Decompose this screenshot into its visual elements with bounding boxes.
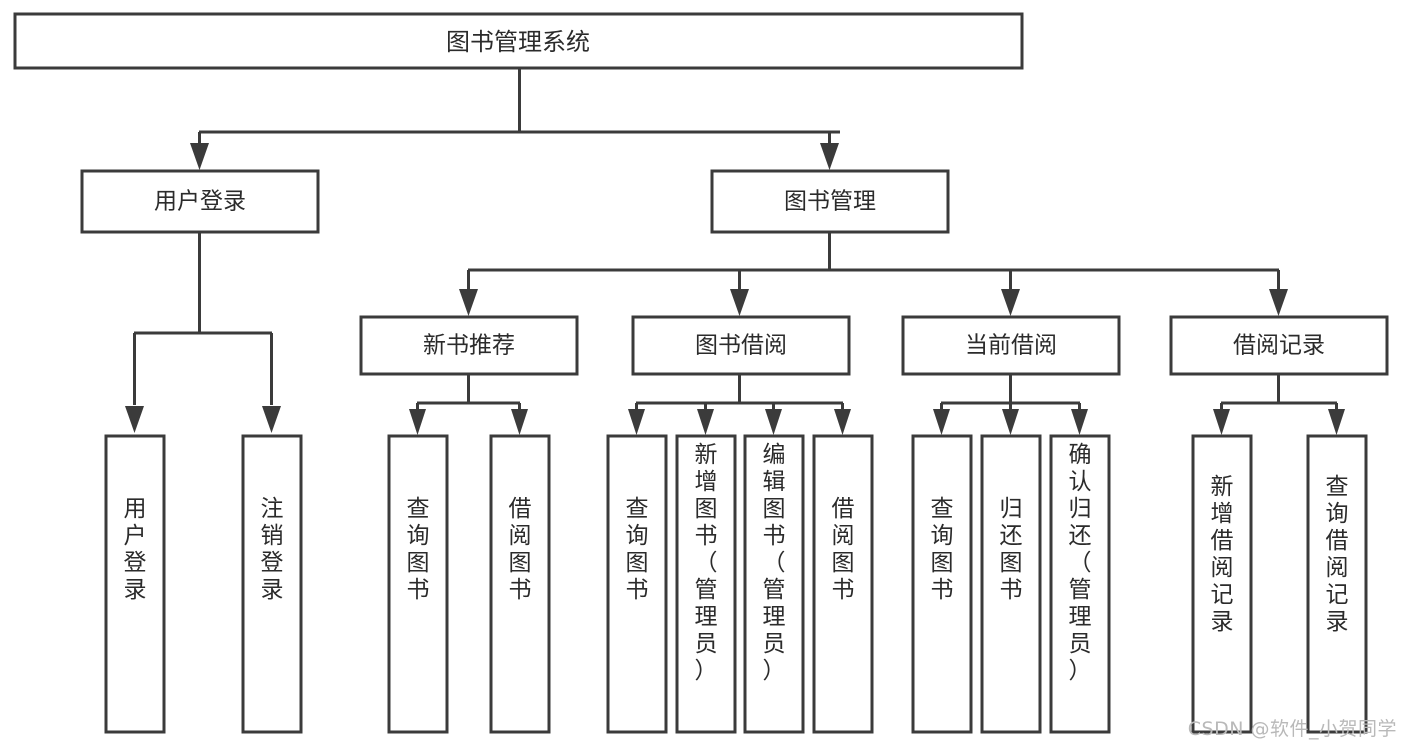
node-leaf-query-book-2-box[interactable] — [606, 434, 668, 734]
node-leaf-borrow-book-1[interactable]: 借阅图书 — [489, 434, 551, 734]
node-root-label: 图书管理系统 — [446, 28, 590, 56]
node-leaf-query-book-1[interactable]: 查询图书 — [387, 434, 449, 734]
node-leaf-query-book-3[interactable]: 查询图书 — [911, 434, 973, 734]
arrow-user-login-leaf-1 — [125, 406, 144, 433]
connector-group-current-borrow — [933, 374, 1088, 435]
node-leaf-confirm-return[interactable]: 确认归还（管理员） — [1049, 434, 1111, 734]
node-user-login[interactable]: 用户登录 — [80, 169, 320, 234]
node-leaf-return-book[interactable]: 归还图书 — [980, 434, 1042, 734]
arrow-current-borrow-leaf-3 — [1071, 409, 1088, 435]
node-book-borrow[interactable]: 图书借阅 — [631, 315, 851, 376]
arrow-current-borrow-leaf-2 — [1002, 409, 1019, 435]
node-leaf-query-record-box[interactable] — [1306, 434, 1368, 734]
node-leaf-add-record[interactable]: 新增借阅记录 — [1191, 434, 1253, 734]
arrow-book-admin-to-borrow-record — [1269, 289, 1288, 316]
node-leaf-user-logout-label: 注销登录 — [261, 496, 284, 603]
node-new-book-rec[interactable]: 新书推荐 — [359, 315, 579, 376]
node-new-book-rec-label: 新书推荐 — [423, 333, 515, 359]
node-leaf-edit-book-label: 编辑图书（管理员） — [763, 442, 786, 684]
node-book-admin-label: 图书管理 — [784, 189, 876, 215]
node-leaf-user-logout[interactable]: 注销登录 — [241, 434, 303, 734]
node-leaf-query-record-label: 查询借阅记录 — [1326, 474, 1349, 635]
node-leaf-user-login-box[interactable] — [104, 434, 166, 734]
node-leaf-query-book-3-label: 查询图书 — [931, 496, 954, 603]
node-leaf-add-book[interactable]: 新增图书（管理员） — [675, 434, 737, 734]
node-leaf-user-login[interactable]: 用户登录 — [104, 434, 166, 734]
node-current-borrow-label: 当前借阅 — [965, 333, 1057, 359]
node-leaf-edit-book[interactable]: 编辑图书（管理员） — [743, 434, 805, 734]
connector-group-new-book-rec — [409, 374, 528, 435]
node-leaf-borrow-book-1-box[interactable] — [489, 434, 551, 734]
node-book-admin[interactable]: 图书管理 — [710, 169, 950, 234]
connector-group-book-borrow — [628, 374, 851, 435]
arrow-root-to-user-login — [190, 143, 209, 170]
node-leaf-query-record[interactable]: 查询借阅记录 — [1306, 434, 1368, 734]
node-leaf-borrow-book-2-box[interactable] — [812, 434, 874, 734]
node-leaf-add-record-box[interactable] — [1191, 434, 1253, 734]
connector-group-user-login — [125, 232, 281, 433]
node-borrow-record[interactable]: 借阅记录 — [1169, 315, 1389, 376]
node-current-borrow[interactable]: 当前借阅 — [901, 315, 1121, 376]
node-root-box[interactable] — [13, 12, 1024, 70]
node-book-borrow-label: 图书借阅 — [695, 333, 787, 359]
node-leaf-borrow-book-2[interactable]: 借阅图书 — [812, 434, 874, 734]
node-leaf-add-book-label: 新增图书（管理员） — [695, 442, 718, 684]
node-leaf-confirm-return-label: 确认归还（管理员） — [1069, 442, 1092, 684]
node-leaf-user-logout-box[interactable] — [241, 434, 303, 734]
arrow-borrow-record-leaf-2 — [1328, 409, 1345, 435]
node-leaf-edit-book-box[interactable] — [743, 434, 805, 734]
connector-group-root — [190, 68, 840, 170]
node-leaf-confirm-return-box[interactable] — [1049, 434, 1111, 734]
arrow-current-borrow-leaf-1 — [933, 409, 950, 435]
arrow-book-admin-to-current-borrow — [1001, 289, 1020, 316]
node-leaf-borrow-book-1-label: 借阅图书 — [509, 496, 532, 603]
connector-group-book-admin — [459, 232, 1288, 316]
arrow-book-admin-to-book-borrow — [730, 289, 749, 316]
arrow-book-borrow-leaf-3 — [765, 409, 782, 435]
arrow-book-admin-to-new-book-rec — [459, 289, 478, 316]
node-leaf-return-book-box[interactable] — [980, 434, 1042, 734]
node-borrow-record-label: 借阅记录 — [1233, 333, 1325, 359]
node-leaf-return-book-label: 归还图书 — [1000, 496, 1023, 603]
node-user-login-label: 用户登录 — [154, 189, 246, 215]
arrow-borrow-record-leaf-1 — [1213, 409, 1230, 435]
arrow-book-borrow-leaf-4 — [834, 409, 851, 435]
node-leaf-add-record-label: 新增借阅记录 — [1211, 474, 1234, 635]
connector-group-borrow-record — [1213, 374, 1345, 435]
node-borrow-record-box[interactable] — [1169, 315, 1389, 376]
node-leaf-add-book-box[interactable] — [675, 434, 737, 734]
arrow-book-borrow-leaf-1 — [628, 409, 645, 435]
node-book-borrow-box[interactable] — [631, 315, 851, 376]
node-book-admin-box[interactable] — [710, 169, 950, 234]
node-leaf-borrow-book-2-label: 借阅图书 — [832, 496, 855, 603]
node-leaf-query-book-1-label: 查询图书 — [407, 496, 430, 603]
csdn-watermark: CSDN @软件_小贺同学 — [1187, 718, 1397, 740]
node-leaf-query-book-2-label: 查询图书 — [626, 496, 649, 603]
node-current-borrow-box[interactable] — [901, 315, 1121, 376]
arrow-user-login-leaf-2 — [262, 406, 281, 433]
node-root[interactable]: 图书管理系统 — [13, 12, 1024, 70]
arrow-new-book-rec-leaf-1 — [409, 409, 426, 435]
node-new-book-rec-box[interactable] — [359, 315, 579, 376]
arrow-root-to-book-admin — [820, 143, 839, 170]
arrow-new-book-rec-leaf-2 — [511, 409, 528, 435]
node-leaf-query-book-1-box[interactable] — [387, 434, 449, 734]
node-leaf-query-book-2[interactable]: 查询图书 — [606, 434, 668, 734]
arrow-book-borrow-leaf-2 — [697, 409, 714, 435]
node-leaf-user-login-label: 用户登录 — [124, 496, 147, 603]
node-leaf-query-book-3-box[interactable] — [911, 434, 973, 734]
node-user-login-box[interactable] — [80, 169, 320, 234]
